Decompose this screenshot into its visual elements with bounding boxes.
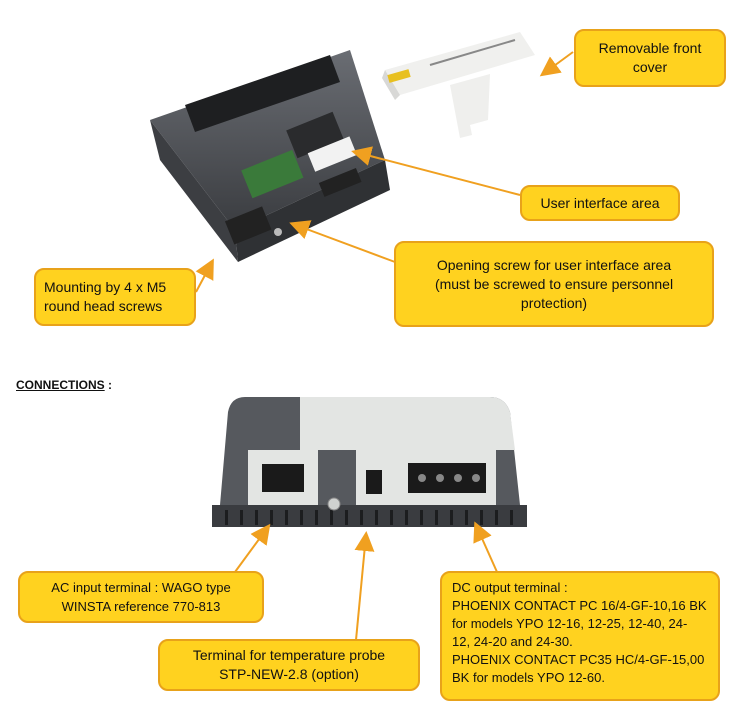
charger-top-view [150,50,390,262]
callout-mounting: Mounting by 4 x M5 round head screws [34,268,196,326]
callout-dc-output: DC output terminal : PHOENIX CONTACT PC … [440,571,720,701]
callout-temperature-probe: Terminal for temperature probe STP-NEW-2… [158,639,420,691]
callout-opening-screw: Opening screw for user interface area (m… [394,241,714,327]
callout-ac-input: AC input terminal : WAGO type WINSTA ref… [18,571,264,623]
front-cover-image [382,32,535,138]
connections-heading: CONNECTIONS : [16,378,113,392]
arrow-temp-probe [354,531,375,641]
charger-front-view [212,397,527,527]
arrow-ui-area [351,146,521,196]
callout-arrows [195,51,574,641]
arrow-dc-output [473,521,498,573]
callout-ui-area: User interface area [520,185,680,221]
arrow-front-cover [539,51,574,77]
callout-front-cover: Removable front cover [574,29,726,87]
arrow-ac-input [234,523,271,573]
arrow-screw [289,220,396,263]
arrow-mounting [195,258,214,293]
